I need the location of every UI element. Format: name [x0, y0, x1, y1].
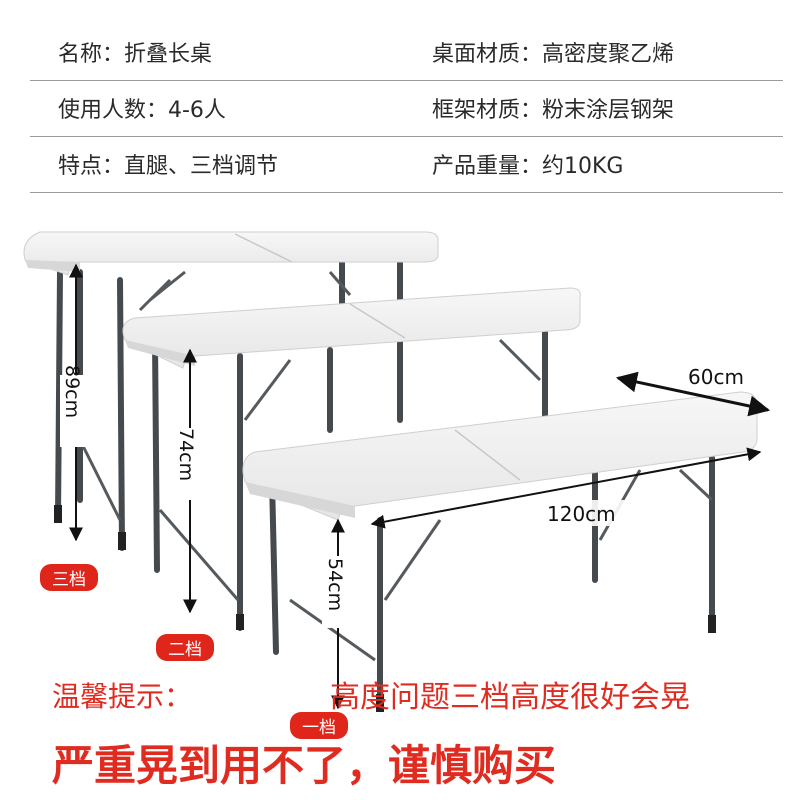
- height-label-low: 54cm: [324, 558, 346, 611]
- spec-features: 特点：直腿、三档调节: [58, 154, 279, 179]
- height-label-mid: 74cm: [175, 428, 197, 481]
- level-tag-high: 三档: [40, 564, 98, 591]
- level-tag-low: 一档: [290, 712, 348, 739]
- spec-row: 使用人数：4-6人 框架材质：粉末涂层钢架: [30, 81, 783, 137]
- notice-line-2: 严重晃到用不了，谨慎购买: [52, 741, 557, 790]
- notice-line-1: 高度问题三档高度很好会晃: [330, 680, 690, 715]
- table-low: [242, 391, 758, 712]
- spec-users: 使用人数：4-6人: [58, 98, 226, 123]
- spec-weight: 产品重量：约10KG: [432, 154, 624, 179]
- spec-name: 名称：折叠长桌: [58, 42, 213, 67]
- spec-frame-material: 框架材质：粉末涂层钢架: [432, 98, 675, 123]
- table-mid: [122, 287, 581, 631]
- height-label-high: 89cm: [61, 365, 83, 418]
- length-label: 120cm: [547, 502, 616, 526]
- level-tag-mid: 二档: [156, 634, 214, 661]
- width-label: 60cm: [688, 365, 744, 389]
- width-arrow: [615, 371, 771, 417]
- spec-row: 特点：直腿、三档调节 产品重量：约10KG: [30, 137, 783, 193]
- spec-row: 名称：折叠长桌 桌面材质：高密度聚乙烯: [30, 25, 783, 81]
- notice-label: 温馨提示：: [52, 680, 193, 713]
- spec-table: 名称：折叠长桌 桌面材质：高密度聚乙烯 使用人数：4-6人 框架材质：粉末涂层钢…: [30, 25, 783, 193]
- length-arrow: [370, 447, 762, 529]
- spec-top-material: 桌面材质：高密度聚乙烯: [432, 42, 675, 67]
